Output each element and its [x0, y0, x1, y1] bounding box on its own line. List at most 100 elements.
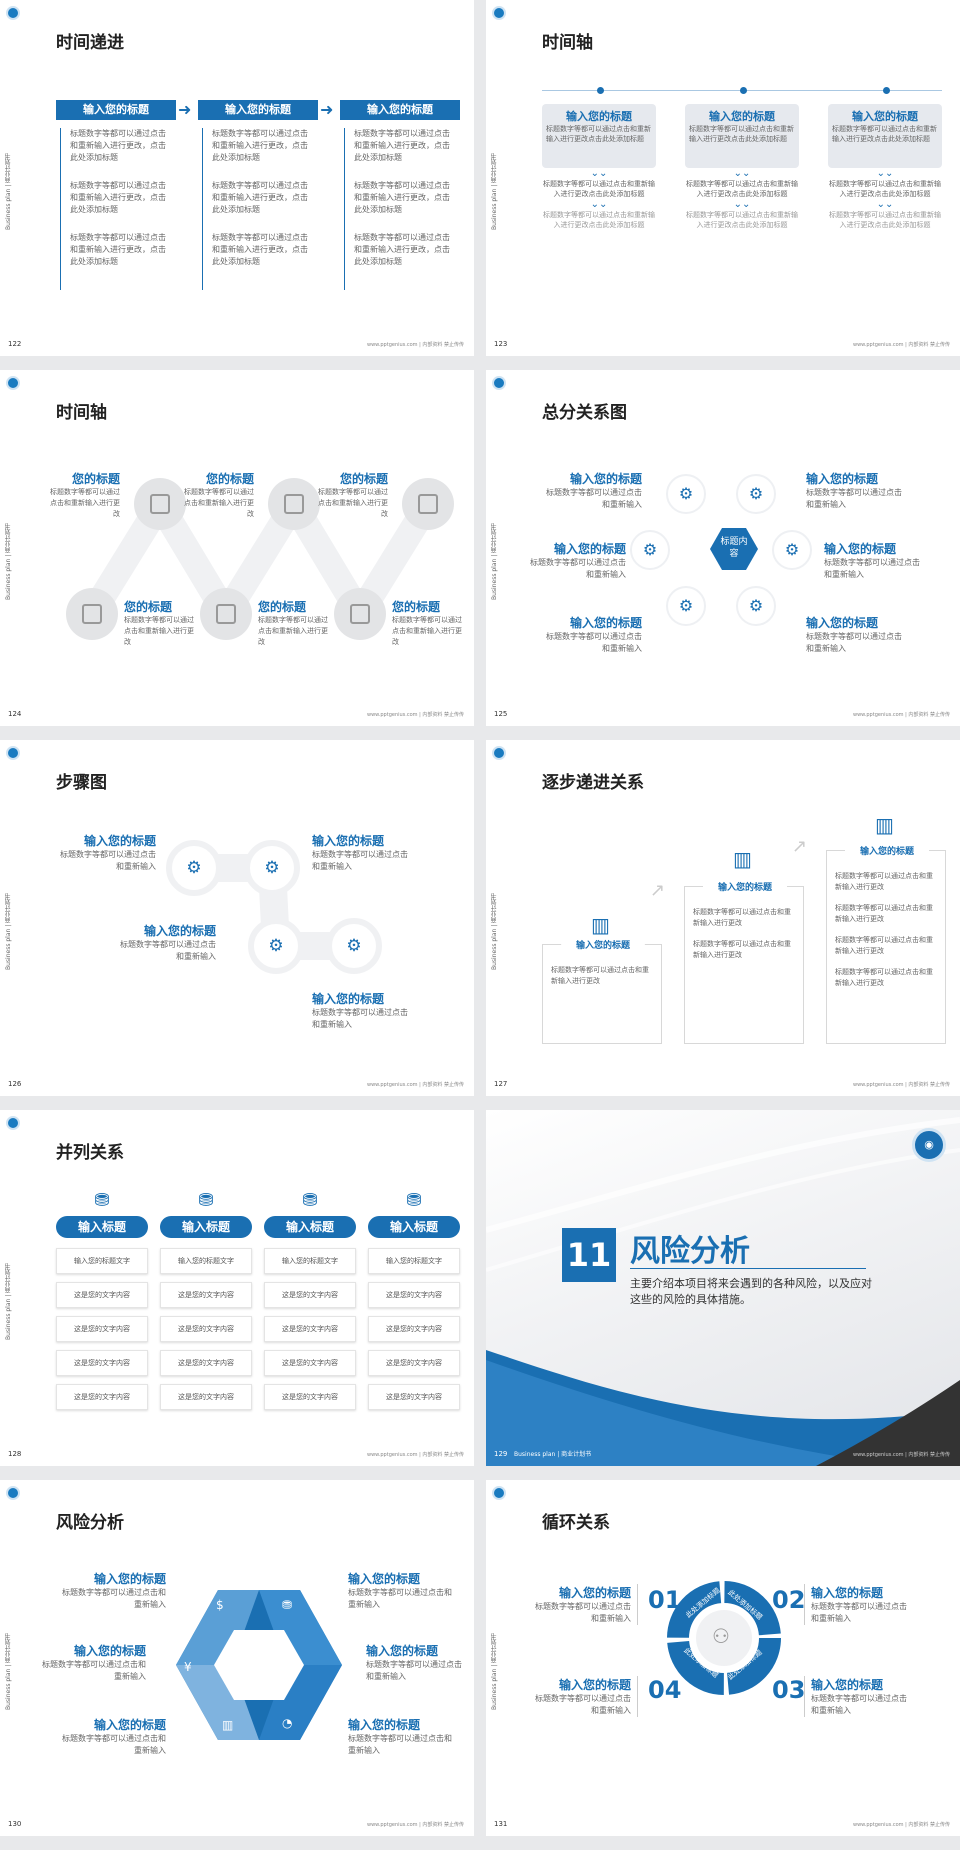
cell: 这是您的文字内容 — [368, 1282, 460, 1308]
image-placeholder-icon — [66, 588, 118, 640]
gear-icon: ⚙ — [244, 840, 300, 896]
item-title: 输入您的标题 — [558, 1586, 631, 1600]
item-text: 标题数字等都可以通过点击和重新输入进行更改，点击此处添加标题 — [354, 233, 450, 266]
col-title: 输入您的标题 — [709, 110, 775, 123]
lower-item-2: 您的标题 标题数字等都可以通过点击和重新输入进行更改 — [258, 598, 328, 648]
slide-128[interactable]: Business plan | 商业计划书 并列关系 ⛃ 输入标题 输入您的标题… — [0, 1110, 474, 1466]
chevron-down-icon: ⌄⌄ — [590, 168, 608, 179]
slide-130[interactable]: Business plan | 商业计划书 风险分析 $ ⛃ ¥ ◔ ▥ 输入您… — [0, 1480, 474, 1836]
item-text: 标题数字等都可以通过点击和重新输入进行更改，点击此处添加标题 — [70, 233, 166, 266]
team-icon: ⚇ — [712, 1624, 730, 1648]
item-title: 输入您的标题 — [366, 1644, 439, 1658]
cell: 这是您的文字内容 — [56, 1316, 148, 1342]
item-title: 输入您的标题 — [558, 1678, 631, 1692]
step-1: 输入您的标题 — [56, 100, 176, 120]
gear-icon: ⚙ — [248, 918, 304, 974]
box-desc: 标题数字等都可以通过点击和重新输入进行更改 — [835, 872, 933, 891]
slide-125[interactable]: Business plan | 商业计划书 总分关系图 标题内容 ⚙ ⚙ ⚙ ⚙… — [486, 370, 960, 726]
item-text: 标题数字等都可以通过点击和重新输入进行更改，点击此处添加标题 — [354, 181, 450, 214]
building-icon: ▥ — [591, 913, 610, 937]
slide-122[interactable]: Business plan | 商业计划书 时间递进 输入您的标题 ➜ 输入您的… — [0, 0, 474, 356]
timeline-col-3: 输入您的标题 标题数字等都可以通过点击和重新输入进行更改点击此处添加标题 ⌄⌄ … — [828, 104, 942, 230]
building-icon: ▥ — [875, 813, 894, 837]
logo-icon — [6, 1486, 20, 1500]
item-desc: 标题数字等都可以通过点击和重新输入进行更改 — [318, 488, 388, 518]
col-sub2: 标题数字等都可以通过点击和重新输入进行更改点击此处添加标题 — [829, 211, 941, 229]
slide-123[interactable]: Business plan | 商业计划书 时间轴 输入您的标题 标题数字等都可… — [486, 0, 960, 356]
column-1: 标题数字等都可以通过点击和重新输入进行更改，点击此处添加标题 标题数字等都可以通… — [60, 128, 172, 290]
cycle-item-4: 输入您的标题 标题数字等都可以通过点击和重新输入 — [532, 1676, 638, 1717]
risk-item-3: 输入您的标题 标题数字等都可以通过点击和重新输入 — [56, 1716, 166, 1757]
cycle-item-2: 输入您的标题 标题数字等都可以通过点击和重新输入 — [804, 1584, 910, 1625]
box-desc: 标题数字等都可以通过点击和重新输入进行更改 — [693, 940, 791, 959]
number-04: 04 — [648, 1676, 682, 1704]
item-desc: 标题数字等都可以通过点击和重新输入 — [60, 850, 156, 871]
footer-text: www.pptgenius.com | 内部资料 禁止传传 — [366, 1822, 464, 1828]
logo-icon — [6, 746, 20, 760]
slide-124[interactable]: Business plan | 商业计划书 时间轴 您的标题 标题数字等都可以通… — [0, 370, 474, 726]
coins-icon: ⛃ — [198, 1190, 214, 1211]
timeline-dot — [740, 87, 747, 94]
slide-127[interactable]: Business plan | 商业计划书 逐步递进关系 ▥ 输入您的标题 标题… — [486, 740, 960, 1096]
slide-title: 时间轴 — [542, 33, 593, 53]
cell: 这是您的文字内容 — [368, 1316, 460, 1342]
column-3: 标题数字等都可以通过点击和重新输入进行更改，点击此处添加标题 标题数字等都可以通… — [344, 128, 456, 290]
col-desc: 标题数字等都可以通过点击和重新输入进行更改点击此处添加标题 — [689, 125, 794, 143]
box-desc: 标题数字等都可以通过点击和重新输入进行更改 — [835, 904, 933, 923]
upper-item-1: 您的标题 标题数字等都可以通过点击和重新输入进行更改 — [50, 470, 120, 520]
cell: 这是您的文字内容 — [160, 1316, 252, 1342]
col-header: 输入标题 — [160, 1216, 252, 1238]
item-desc: 标题数字等都可以通过点击和重新输入进行更改 — [258, 616, 328, 646]
side-label: Business plan | 商业计划书 — [5, 1632, 12, 1710]
item-desc: 标题数字等都可以通过点击和重新输入 — [806, 488, 902, 509]
cell: 这是您的文字内容 — [368, 1350, 460, 1376]
lower-item-3: 您的标题 标题数字等都可以通过点击和重新输入进行更改 — [392, 598, 462, 648]
slide-126[interactable]: Business plan | 商业计划书 步骤图 ⚙ ⚙ ⚙ ⚙ 输入您的标题… — [0, 740, 474, 1096]
item-title: 输入您的标题 — [143, 924, 216, 938]
item-title: 输入您的标题 — [73, 1644, 146, 1658]
item-desc: 标题数字等都可以通过点击和重新输入进行更改 — [392, 616, 462, 646]
center-hexagon: 标题内容 — [710, 528, 758, 570]
footer-text: www.pptgenius.com | 内部资料 禁止传传 — [852, 1452, 950, 1458]
arrow-right-icon: ➜ — [178, 100, 192, 119]
stair-box-1: ▥ 输入您的标题 标题数字等都可以通过点击和重新输入进行更改 — [542, 913, 662, 1044]
col-sub: 标题数字等都可以通过点击和重新输入进行更改点击此处添加标题 — [829, 180, 941, 198]
coins-icon: ⛃ — [302, 1190, 318, 1211]
chapter-desc: 主要介绍本项目将来会遇到的各种风险，以及应对这些的风险的具体措施。 — [630, 1277, 872, 1306]
item-title: 输入您的标题 — [312, 834, 385, 848]
cycle-item-1: 输入您的标题 标题数字等都可以通过点击和重新输入 — [532, 1584, 638, 1625]
cell: 这是您的文字内容 — [264, 1384, 356, 1410]
gear-icon: ⚙ — [666, 586, 706, 626]
upper-item-3: 您的标题 标题数字等都可以通过点击和重新输入进行更改 — [318, 470, 388, 520]
box-desc: 标题数字等都可以通过点击和重新输入进行更改 — [551, 966, 649, 985]
stair-box-3: ▥ 输入您的标题 标题数字等都可以通过点击和重新输入进行更改 标题数字等都可以通… — [826, 813, 946, 1044]
cycle-ring — [667, 1581, 781, 1695]
image-placeholder-icon — [402, 478, 454, 530]
footer-text: www.pptgenius.com | 内部资料 禁止传传 — [852, 712, 950, 718]
curved-arrow-icon: ↗ — [792, 836, 808, 857]
cell: 这是您的文字内容 — [160, 1384, 252, 1410]
item-title: 您的标题 — [339, 472, 388, 486]
item-title: 您的标题 — [258, 600, 307, 614]
item-text: 标题数字等都可以通过点击和重新输入进行更改，点击此处添加标题 — [212, 129, 308, 162]
item-text: 标题数字等都可以通过点击和重新输入进行更改，点击此处添加标题 — [70, 181, 166, 214]
item-desc: 标题数字等都可以通过点击和重新输入进行更改 — [124, 616, 194, 646]
slide-129-chapter[interactable]: ◉ 11 风险分析 主要介绍本项目将来会遇到的各种风险，以及应对这些的风险的具体… — [486, 1110, 960, 1466]
emblem-icon: ◉ — [912, 1128, 946, 1162]
slide-131[interactable]: Business plan | 商业计划书 循环关系 ⚇ 此处添加标题 此处添加… — [486, 1480, 960, 1836]
item-br: 输入您的标题 标题数字等都可以通过点击和重新输入 — [806, 614, 906, 655]
pie-chart-icon: ◔ — [282, 1716, 293, 1730]
slide-title: 时间递进 — [56, 33, 124, 53]
item-mr: 输入您的标题 标题数字等都可以通过点击和重新输入 — [824, 540, 924, 581]
step-3: 输入您的标题 — [340, 100, 460, 120]
side-label: Business plan | 商业计划书 — [491, 1632, 498, 1710]
number-01: 01 — [648, 1586, 682, 1614]
cell: 这是您的文字内容 — [264, 1282, 356, 1308]
col-sub2: 标题数字等都可以通过点击和重新输入进行更改点击此处添加标题 — [543, 211, 655, 229]
slide-title: 风险分析 — [56, 1513, 124, 1533]
item-title: 输入您的标题 — [348, 1572, 421, 1586]
cell: 这是您的文字内容 — [160, 1282, 252, 1308]
page-number: 122 — [8, 340, 22, 348]
chapter-title: 风险分析 — [630, 1234, 750, 1269]
footer-text: www.pptgenius.com | 内部资料 禁止传传 — [852, 342, 950, 348]
